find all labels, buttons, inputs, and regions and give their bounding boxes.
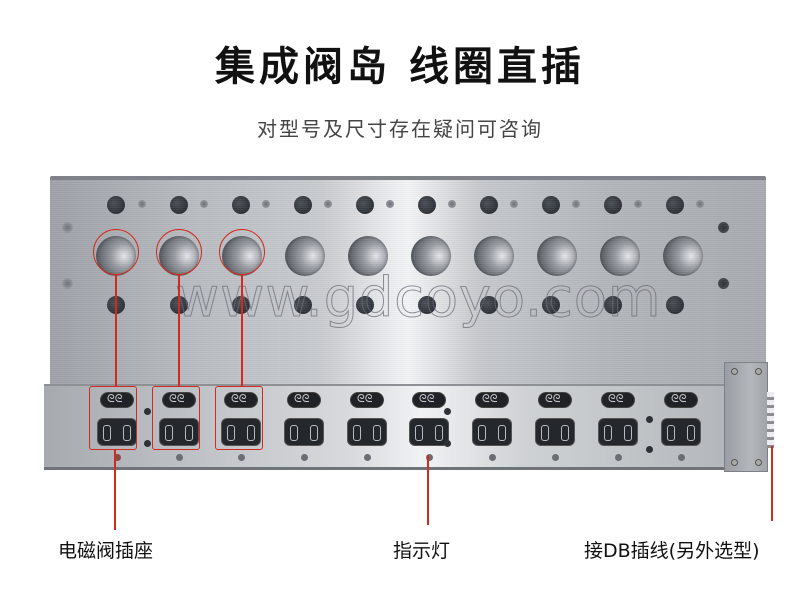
indicator-light	[364, 454, 371, 461]
mount-dot	[646, 446, 653, 453]
coil-socket	[409, 418, 449, 446]
coil-socket	[661, 418, 701, 446]
highlight-ring	[156, 229, 202, 275]
mount-dot	[444, 440, 451, 447]
port-hole	[170, 196, 188, 214]
indicator-light	[238, 454, 245, 461]
db-connector-pins	[767, 392, 774, 448]
screw-hole	[386, 200, 394, 208]
leader-line-indicator	[427, 455, 429, 525]
mount-dot	[144, 408, 151, 415]
coil-socket	[535, 418, 575, 446]
port-hole	[666, 196, 684, 214]
mount-dot	[444, 408, 451, 415]
mount-hole	[62, 222, 73, 233]
page-subtitle: 对型号及尺寸存在疑问可咨询	[257, 117, 543, 141]
indicator-light	[301, 454, 308, 461]
port-hole	[666, 296, 684, 314]
screw-hole	[510, 200, 518, 208]
port-hole	[107, 196, 125, 214]
coil-plug-top	[601, 392, 635, 408]
coil-socket	[221, 418, 261, 446]
screw-icon	[755, 459, 762, 466]
label-solenoid-socket: 电磁阀插座	[58, 540, 154, 562]
leader-line-socket	[114, 450, 116, 530]
indicator-light	[426, 454, 433, 461]
port-hole	[294, 196, 312, 214]
coil-socket	[159, 418, 199, 446]
mount-hole	[718, 222, 729, 233]
coil-socket	[347, 418, 387, 446]
port-hole	[604, 196, 622, 214]
highlight-box	[89, 386, 137, 450]
leader-line	[241, 275, 243, 386]
coil-plug-top	[224, 392, 258, 408]
db-connector-housing	[724, 362, 768, 472]
screw-icon	[731, 368, 738, 375]
port-hole	[418, 196, 436, 214]
screw-hole	[572, 200, 580, 208]
coil-plug-top	[287, 392, 321, 408]
indicator-light	[114, 454, 121, 461]
highlight-box	[215, 386, 263, 450]
mount-dot	[646, 416, 653, 423]
coil-plug-top	[412, 392, 446, 408]
highlight-ring	[93, 229, 139, 275]
port-hole	[542, 196, 560, 214]
label-db-connector: 接DB插线(另外选型)	[584, 540, 760, 562]
label-indicator-light: 指示灯	[393, 540, 451, 562]
coil-socket	[284, 418, 324, 446]
coil-socket	[472, 418, 512, 446]
port-hole	[480, 196, 498, 214]
highlight-ring	[219, 229, 265, 275]
mount-hole	[62, 278, 73, 289]
screw-icon	[755, 368, 762, 375]
page-title: 集成阀岛 线圈直插	[215, 44, 585, 90]
leader-line-db	[771, 446, 773, 521]
coil-plug-top	[664, 392, 698, 408]
screw-hole	[262, 200, 270, 208]
port-hole	[232, 196, 250, 214]
screw-hole	[696, 200, 704, 208]
screw-icon	[731, 459, 738, 466]
screw-hole	[634, 200, 642, 208]
leader-line	[115, 275, 117, 386]
coil-socket	[598, 418, 638, 446]
valve-port	[663, 236, 703, 276]
indicator-light	[552, 454, 559, 461]
manifold-top-plate	[50, 176, 766, 388]
indicator-light	[489, 454, 496, 461]
coil-plug-top	[538, 392, 572, 408]
indicator-light	[176, 454, 183, 461]
screw-hole	[138, 200, 146, 208]
port-hole	[356, 196, 374, 214]
indicator-light	[678, 454, 685, 461]
screw-hole	[324, 200, 332, 208]
highlight-box	[152, 386, 200, 450]
leader-line	[178, 275, 180, 386]
coil-plug-top	[162, 392, 196, 408]
indicator-light	[615, 454, 622, 461]
screw-hole	[200, 200, 208, 208]
coil-plug-top	[350, 392, 384, 408]
screw-hole	[448, 200, 456, 208]
watermark: www.gdcoyo.com	[175, 266, 662, 330]
coil-plug-top	[475, 392, 509, 408]
manifold-base-bar	[44, 384, 730, 470]
coil-plug-top	[100, 392, 134, 408]
mount-dot	[144, 440, 151, 447]
mount-hole	[718, 278, 729, 289]
